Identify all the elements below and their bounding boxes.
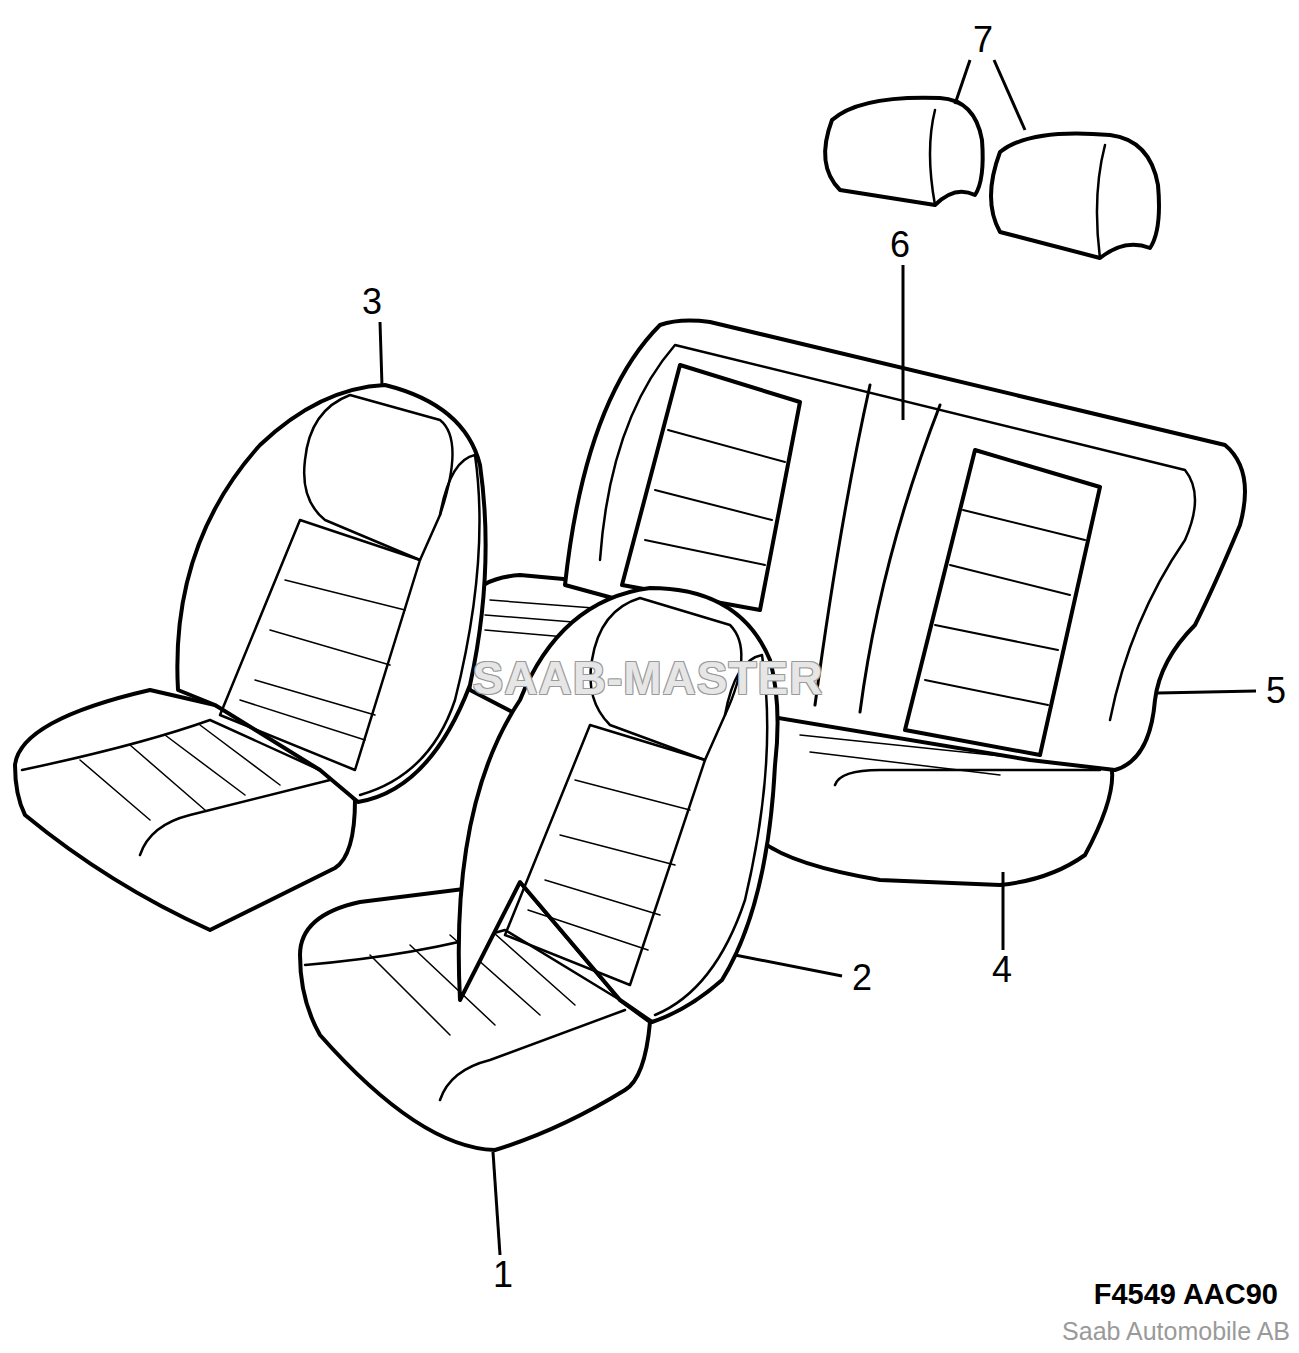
headrest-seam	[930, 110, 935, 205]
leader-line	[1002, 872, 1005, 950]
leader-lines	[380, 60, 1256, 1255]
callout-number: 3	[362, 284, 382, 320]
backrest-bolster	[655, 655, 767, 1015]
backrest-panel	[220, 520, 420, 770]
headrest	[825, 98, 983, 205]
front-seat-backrest	[459, 588, 778, 1022]
backrest-bolster	[360, 455, 480, 795]
figure-code: F4549 AAC90	[1094, 1280, 1278, 1309]
cushion-stripes	[80, 725, 280, 820]
leader-line	[955, 60, 970, 104]
headrest-section	[304, 395, 452, 560]
panel-stripes	[240, 580, 405, 740]
leader-line	[380, 322, 382, 386]
backrest-panel	[505, 725, 705, 985]
leader-line	[1158, 691, 1256, 693]
headrest-seam	[1097, 145, 1105, 258]
leader-line	[493, 1152, 500, 1255]
callout-number: 6	[890, 227, 910, 263]
front-seat-backrest	[177, 385, 485, 802]
callout-number: 4	[992, 952, 1012, 988]
leader-line	[735, 955, 842, 976]
panel-stripes	[528, 780, 690, 950]
watermark: SAAB-MASTER	[473, 655, 824, 701]
callout-number: 1	[493, 1257, 513, 1293]
callout-number: 7	[973, 22, 993, 58]
backrest-panel	[905, 450, 1100, 755]
backrest-panel	[622, 365, 800, 610]
leader-line	[994, 60, 1025, 130]
centre-section	[815, 385, 940, 712]
leader-line	[902, 265, 905, 420]
callout-number: 2	[852, 960, 872, 996]
headrest	[991, 133, 1159, 258]
copyright-note: Saab Automobile AB	[1062, 1319, 1290, 1344]
callout-number: 5	[1266, 673, 1286, 709]
